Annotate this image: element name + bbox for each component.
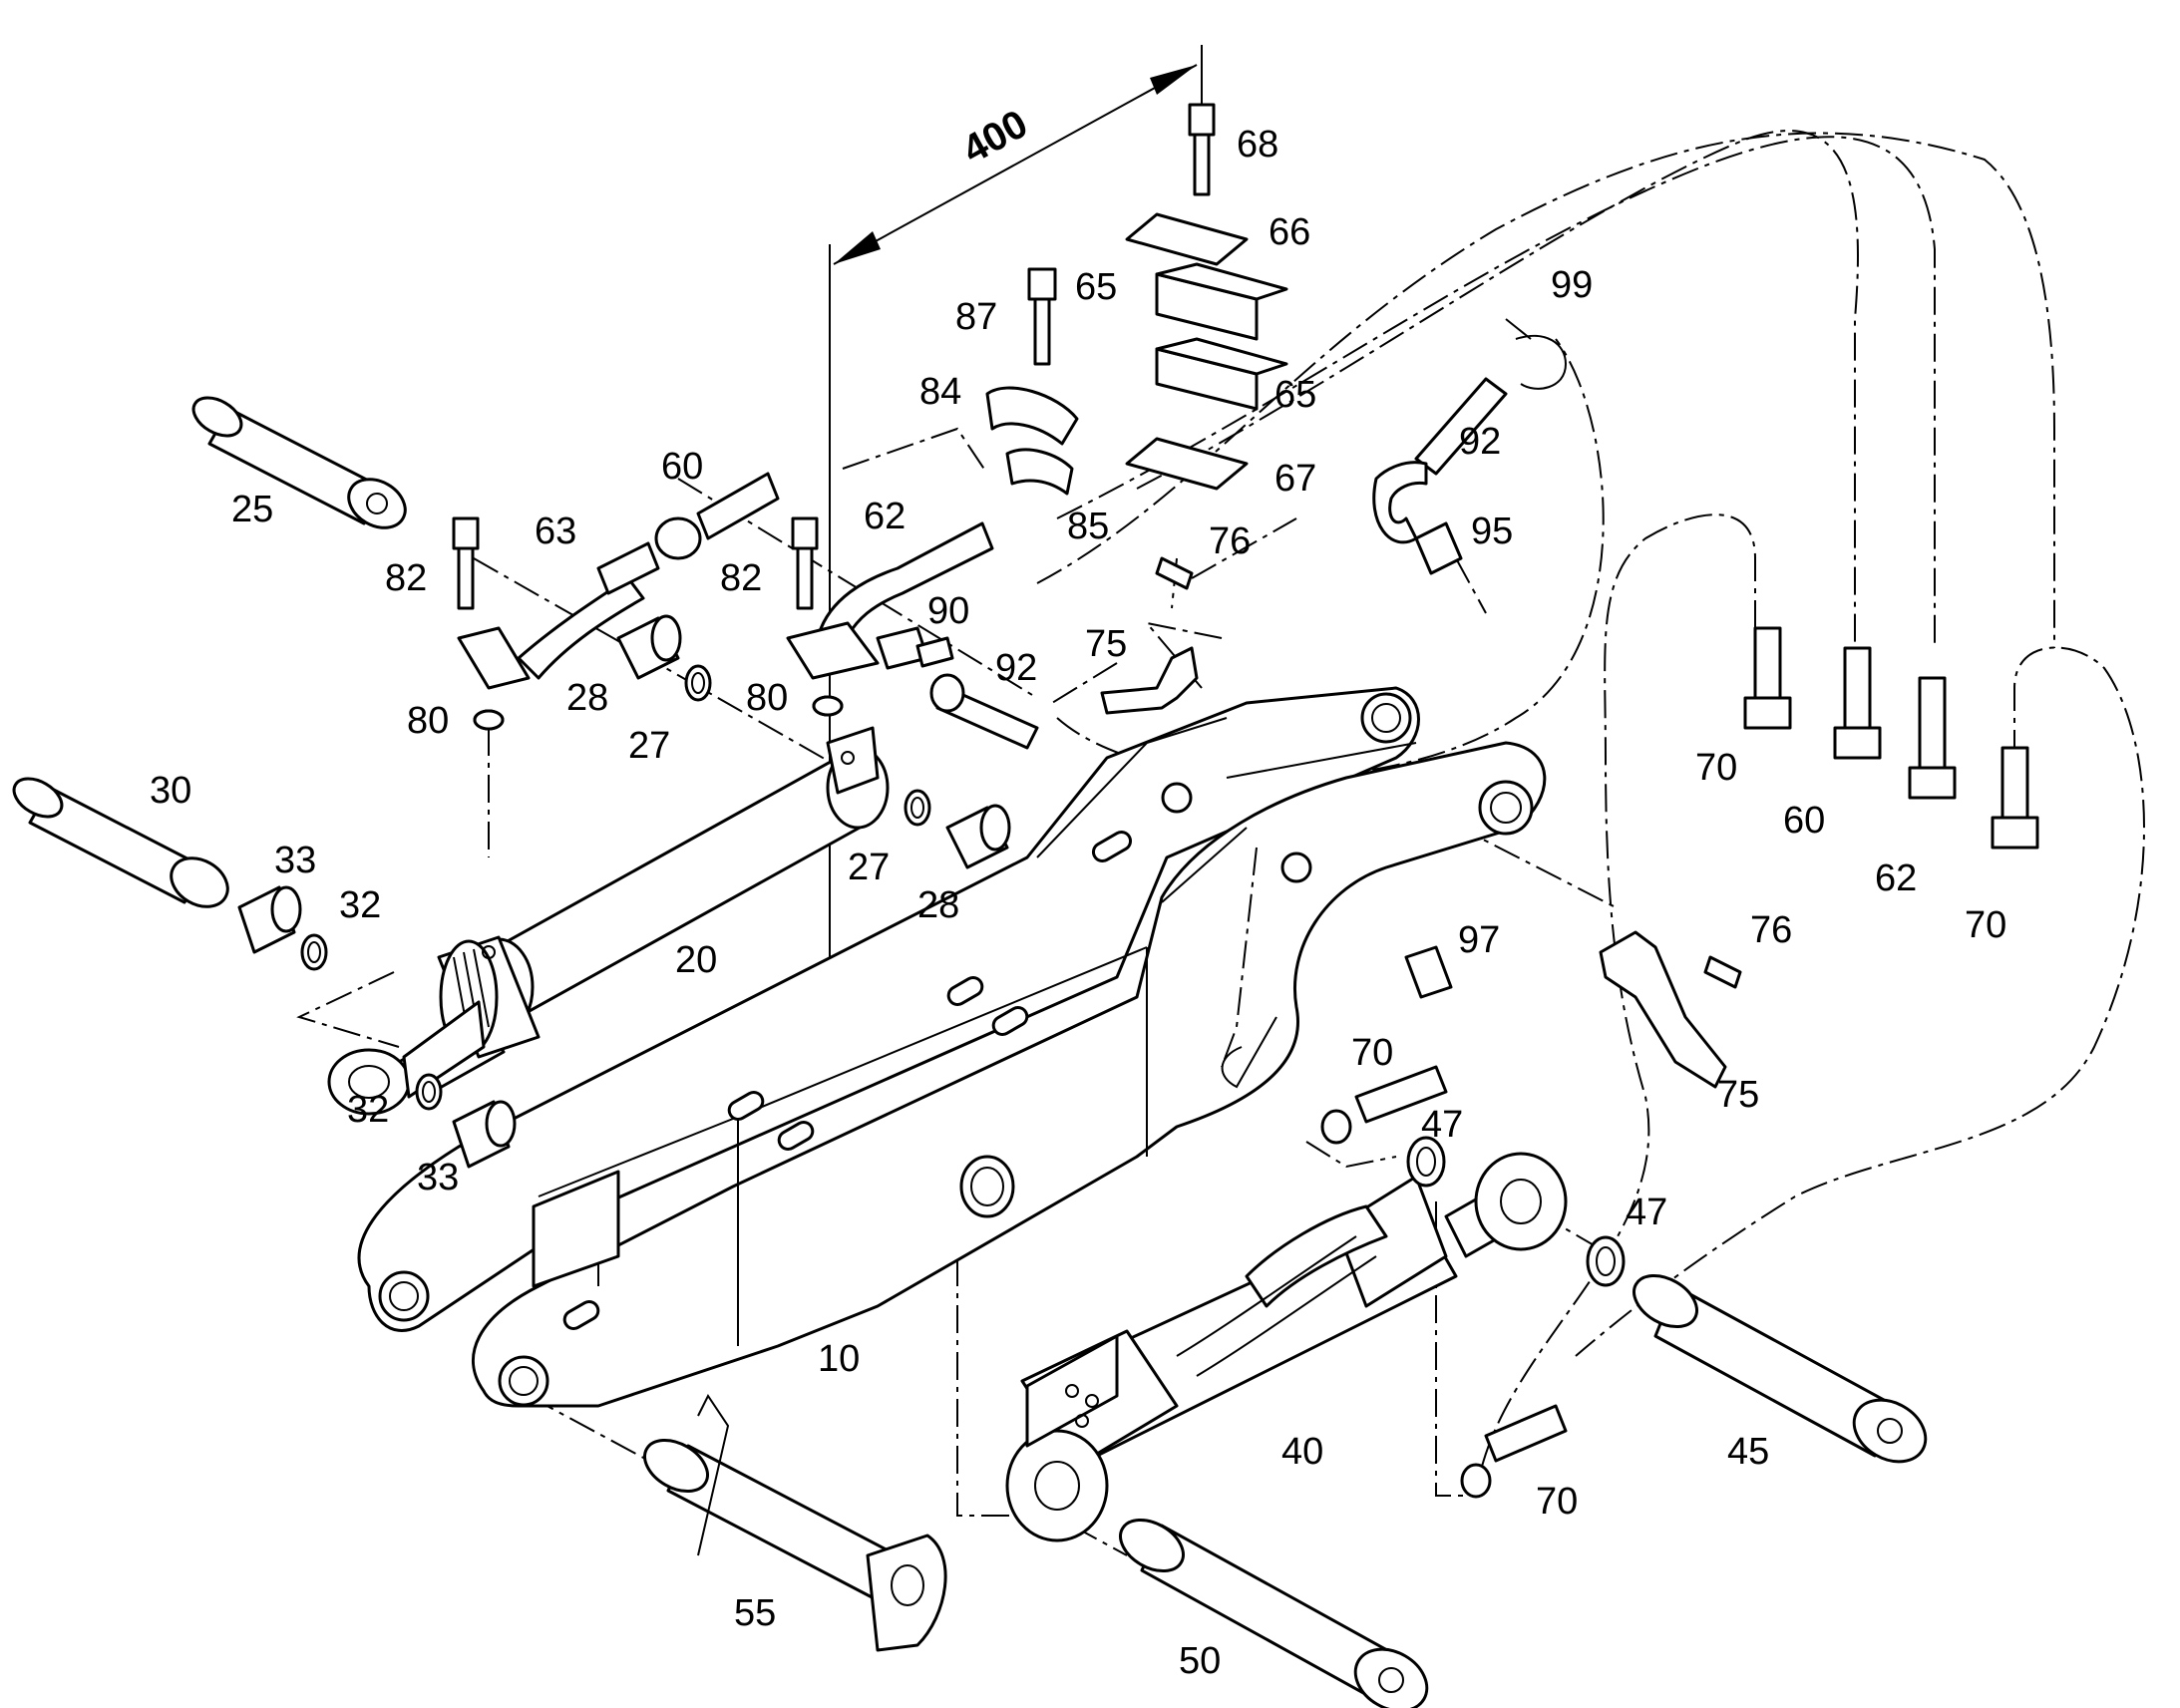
callout-50: 50 <box>1179 1640 1221 1682</box>
callout-55: 55 <box>734 1592 776 1634</box>
callout-32a: 32 <box>339 884 381 926</box>
bushings <box>237 614 1011 1169</box>
callout-80a: 80 <box>407 700 449 742</box>
callout-82b: 82 <box>720 557 762 599</box>
callout-75a: 75 <box>1085 623 1127 665</box>
callout-92b: 92 <box>1459 421 1501 463</box>
callout-92a: 92 <box>995 647 1037 689</box>
callout-80b: 80 <box>746 677 788 719</box>
callout-90: 90 <box>927 590 969 632</box>
cylinder-40 <box>1005 1152 1568 1542</box>
callout-40: 40 <box>1281 1431 1323 1473</box>
callout-33b: 33 <box>417 1157 459 1198</box>
callout-27b: 27 <box>848 847 890 888</box>
callout-28b: 28 <box>917 884 959 926</box>
callout-70c: 70 <box>1965 904 2006 946</box>
rings-47 <box>1406 1136 1626 1287</box>
callout-99: 99 <box>1551 264 1593 306</box>
dimension-label: 400 <box>955 102 1035 172</box>
callout-65b: 65 <box>1274 374 1316 416</box>
callouts: 10 20 25 27 27 28 28 30 32 32 33 33 40 4… <box>150 124 2006 1682</box>
pin-45 <box>1633 1273 1928 1464</box>
callout-65a: 65 <box>1075 266 1117 308</box>
callout-30: 30 <box>150 770 191 812</box>
callout-60a: 60 <box>661 446 703 488</box>
pin-55 <box>643 1394 947 1652</box>
pin-30 <box>12 777 229 908</box>
callout-76a: 76 <box>1209 520 1251 562</box>
callout-76b: 76 <box>1750 909 1792 951</box>
callout-62a: 62 <box>864 496 906 537</box>
callout-60b: 60 <box>1783 800 1825 842</box>
callout-28a: 28 <box>566 677 608 719</box>
callout-68: 68 <box>1237 124 1278 166</box>
callout-82a: 82 <box>385 557 427 599</box>
callout-25: 25 <box>231 489 273 530</box>
callout-33a: 33 <box>274 840 316 881</box>
clamp-assembly <box>985 103 1288 496</box>
callout-87: 87 <box>955 296 997 338</box>
callout-70b: 70 <box>1695 747 1737 789</box>
callout-67: 67 <box>1274 458 1316 500</box>
callout-70a: 70 <box>1351 1032 1393 1074</box>
callout-70d: 70 <box>1536 1481 1578 1523</box>
callout-75b: 75 <box>1717 1074 1759 1116</box>
callout-85: 85 <box>1067 506 1109 547</box>
callout-27a: 27 <box>628 725 670 767</box>
callout-62b: 62 <box>1875 857 1917 899</box>
callout-66: 66 <box>1269 211 1310 253</box>
pin-25 <box>191 396 407 529</box>
callout-63: 63 <box>535 511 576 552</box>
boom-10 <box>357 686 1547 1408</box>
callout-47b: 47 <box>1626 1192 1667 1233</box>
hoses-fittings <box>452 318 2039 1499</box>
callout-32b: 32 <box>347 1089 389 1131</box>
callout-10: 10 <box>818 1338 860 1380</box>
callout-95: 95 <box>1471 511 1513 552</box>
callout-45: 45 <box>1727 1431 1769 1473</box>
callout-84: 84 <box>919 371 961 413</box>
callout-20: 20 <box>675 939 717 981</box>
pin-50 <box>1119 1518 1429 1708</box>
callout-97: 97 <box>1458 919 1500 961</box>
callout-47a: 47 <box>1421 1104 1463 1146</box>
